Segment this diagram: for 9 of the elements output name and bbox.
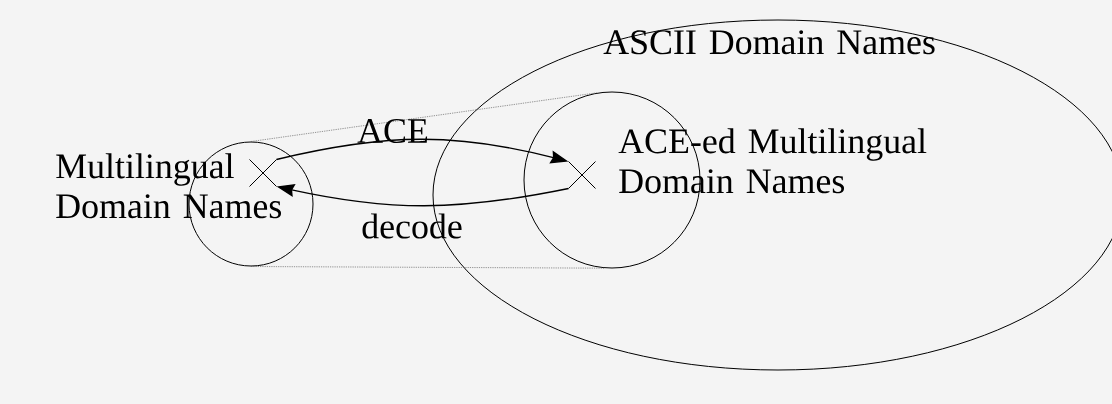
cross-mark — [568, 161, 596, 189]
set-label: ASCII Domain Names — [603, 30, 935, 55]
edge-label: ACE — [357, 118, 428, 144]
connector-line — [250, 92, 598, 142]
edge-label: decode — [362, 213, 462, 239]
set-label: Multilingual Domain Names — [56, 153, 281, 219]
set-label: ACE-ed Multilingual Domain Names — [618, 128, 927, 194]
connector-line — [250, 266, 605, 269]
cross-mark — [249, 159, 277, 187]
